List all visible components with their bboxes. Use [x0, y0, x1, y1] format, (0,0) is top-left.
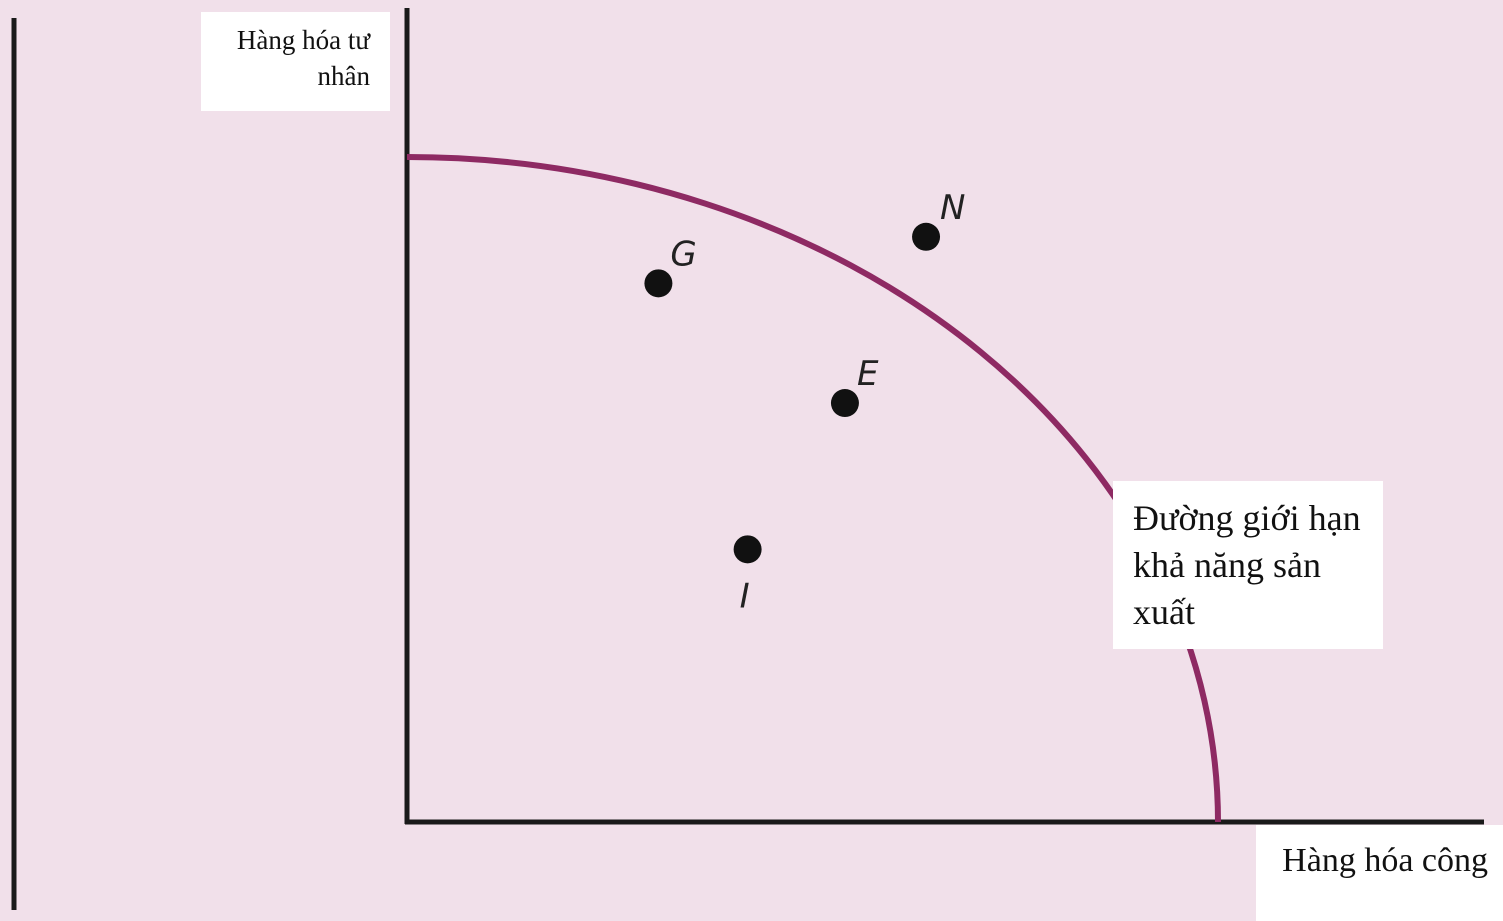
point-label-e: E: [857, 354, 879, 394]
y-axis-label: Hàng hóa tư nhân: [201, 12, 390, 111]
point-label-i: I: [740, 576, 750, 616]
point-n: [912, 222, 941, 251]
x-axis-label: Hàng hóa công: [1256, 825, 1503, 921]
point-label-g: G: [670, 234, 696, 274]
ppf-curve: [406, 154, 1221, 823]
points-layer: G E N I: [644, 188, 965, 616]
ppf-curve-label: Đường giới hạn khả năng sản xuất: [1113, 481, 1383, 649]
point-i: [733, 535, 762, 564]
point-g: [644, 269, 673, 298]
point-e: [830, 389, 859, 418]
point-label-n: N: [940, 188, 965, 228]
